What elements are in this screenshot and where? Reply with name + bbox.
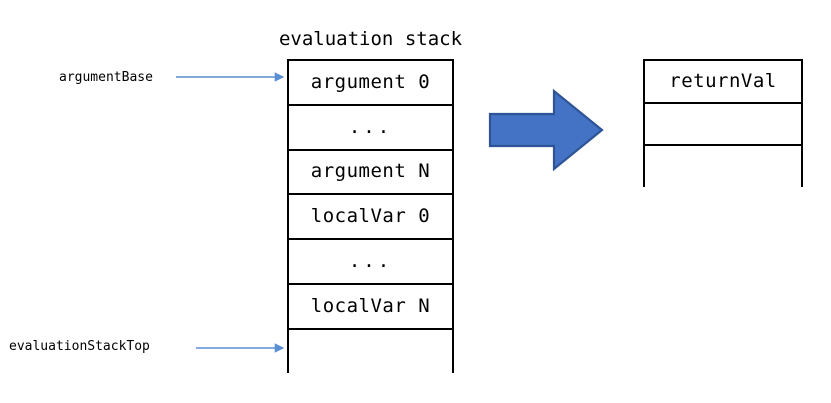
transition-arrow-shape <box>488 88 604 172</box>
pointer-label-argument-base: argumentBase <box>59 70 153 85</box>
stack-cell-argument-0: argument 0 <box>289 61 452 106</box>
return-value-box: returnVal <box>643 59 803 189</box>
transition-arrow-icon <box>488 88 604 172</box>
stack-cell-label: argument 0 <box>310 70 431 93</box>
stack-cell-localvar-0: localVar 0 <box>289 195 452 241</box>
return-cell-label: returnVal <box>669 69 777 92</box>
pointer-label-evaluation-stack-top: evaluationStackTop <box>9 339 150 354</box>
stack-cell-label: localVar N <box>310 294 431 317</box>
stack-cell-localvar-n: localVar N <box>289 284 452 330</box>
stack-cell-empty-top <box>289 329 452 375</box>
evaluation-stack-box: argument 0 ... argument N localVar 0 ...… <box>287 59 454 375</box>
stack-cell-localvars-ellipsis: ... <box>289 240 452 285</box>
stack-cell-argument-n: argument N <box>289 150 452 196</box>
stack-cell-label: localVar 0 <box>310 205 431 228</box>
stack-cell-label: argument N <box>310 160 431 183</box>
stack-cell-label: ... <box>348 115 393 138</box>
evaluation-stack-title: evaluation stack <box>278 28 463 50</box>
stack-cell-arguments-ellipsis: ... <box>289 105 452 151</box>
return-cell-empty-1 <box>645 103 801 147</box>
stack-cell-label: ... <box>348 250 393 273</box>
return-cell-returnval: returnVal <box>645 61 801 104</box>
return-cell-empty-2 <box>645 146 801 189</box>
